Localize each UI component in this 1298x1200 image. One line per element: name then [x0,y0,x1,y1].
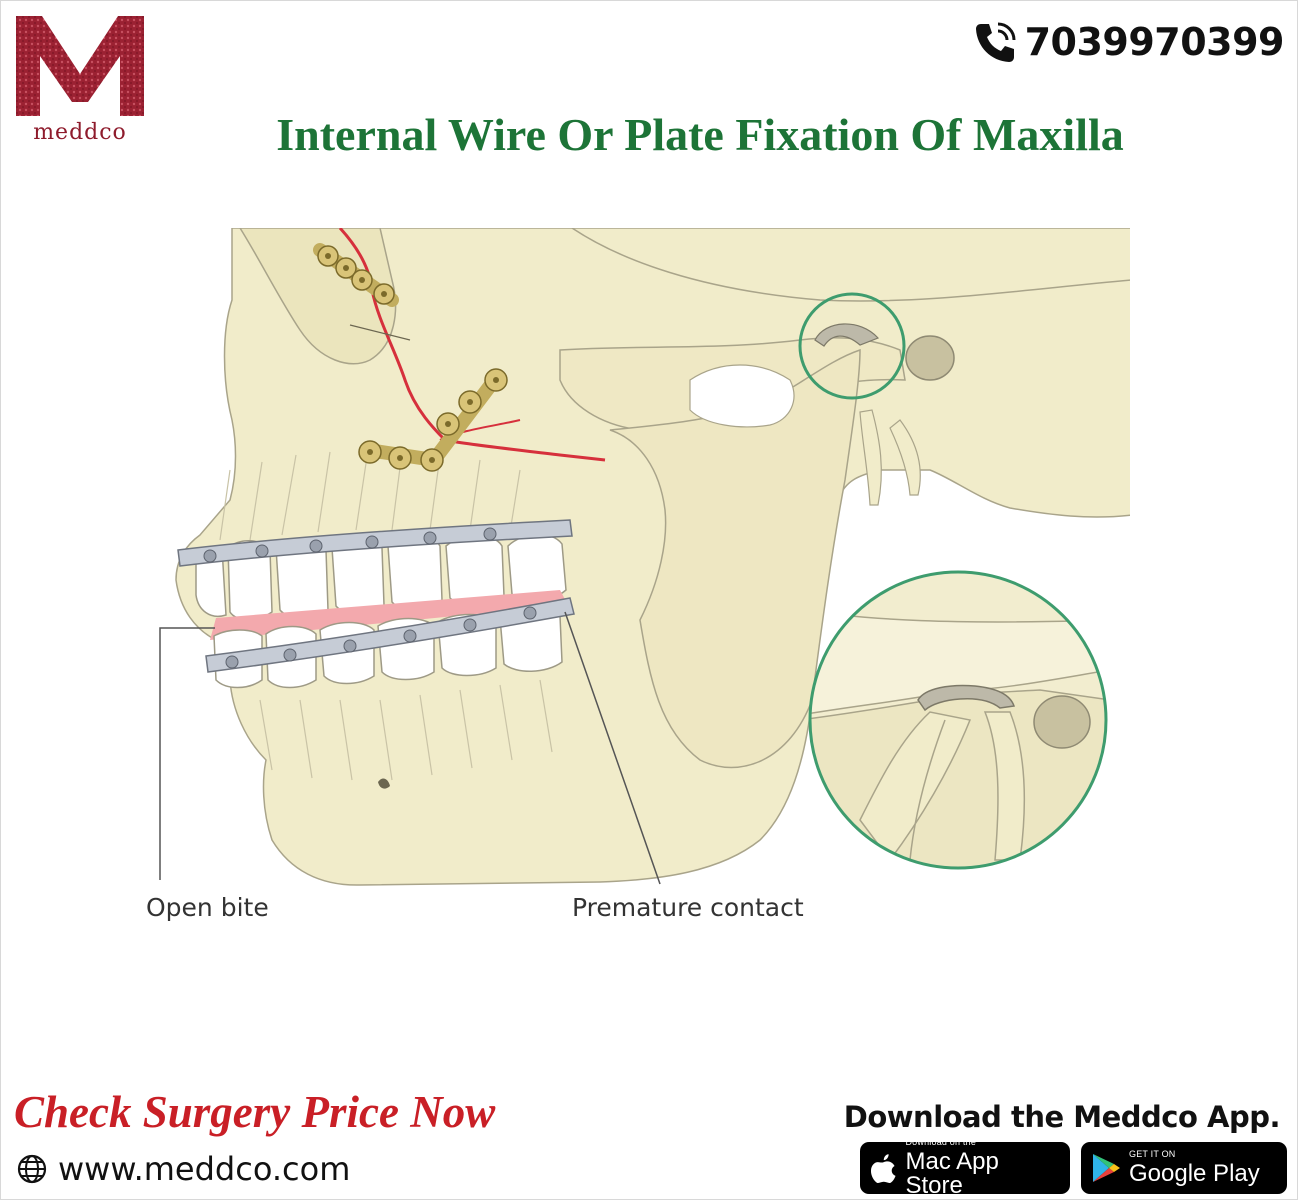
website-link[interactable]: www.meddco.com [16,1150,350,1188]
google-badge-small-text: GET IT ON [1129,1150,1260,1159]
website-url: www.meddco.com [58,1150,350,1188]
google-badge-big-text: Google Play [1129,1162,1260,1186]
apple-badge-small-text: Download on the [905,1138,1060,1147]
premature-contact-label: Premature contact [572,893,804,922]
google-play-icon [1091,1152,1121,1184]
check-price-cta[interactable]: Check Surgery Price Now [14,1086,495,1138]
open-bite-label: Open bite [146,893,269,922]
apple-icon [870,1152,897,1184]
mac-app-store-badge[interactable]: Download on the Mac App Store [860,1142,1070,1194]
apple-badge-big-text: Mac App Store [905,1150,1060,1198]
google-play-badge[interactable]: GET IT ON Google Play [1081,1142,1287,1194]
app-download-heading: Download the Meddco App. [844,1100,1280,1134]
tmj-magnified-inset [800,572,1110,900]
globe-icon [16,1153,48,1185]
